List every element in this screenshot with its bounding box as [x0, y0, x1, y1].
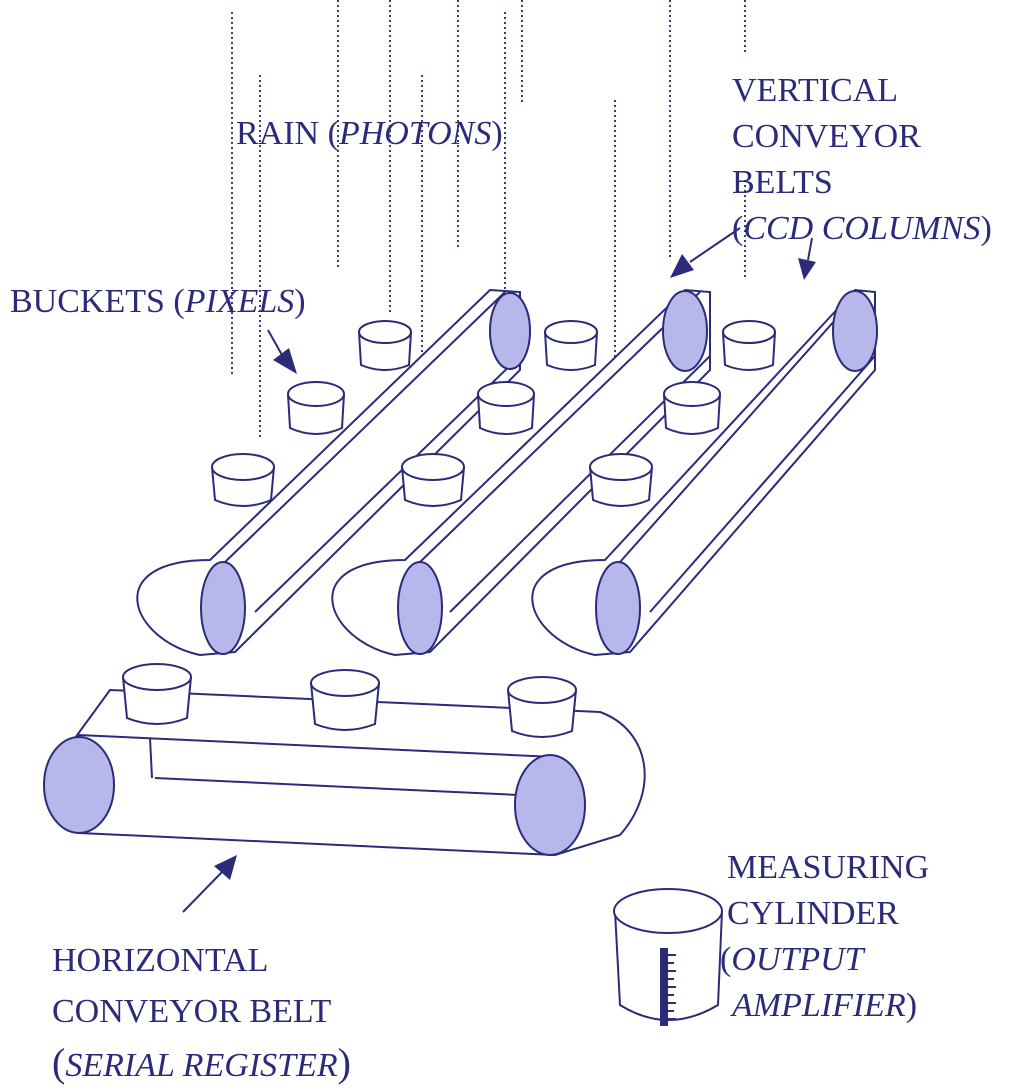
label-measuring-italic-1: OUTPUT: [731, 941, 864, 978]
label-vertical-close: ): [980, 210, 992, 247]
label-vertical-line2: CONVEYOR: [732, 118, 921, 155]
bucket: [663, 381, 721, 435]
arrow-horizontal-belt: [182, 855, 237, 913]
arrow-buckets: [267, 329, 297, 374]
label-buckets: BUCKETS (PIXELS): [10, 285, 306, 319]
label-horizontal-italic: SERIAL REGISTER: [65, 1047, 338, 1084]
bucket: [401, 453, 465, 507]
label-buckets-close: ): [294, 283, 306, 320]
bucket: [122, 663, 192, 725]
label-measuring-open: (: [720, 941, 732, 978]
label-horizontal-line1: HORIZONTAL: [52, 942, 269, 979]
bucket: [310, 669, 380, 731]
bucket: [287, 381, 345, 435]
vertical-belt-buckets: [211, 320, 776, 507]
label-rain-italic: PHOTONS: [338, 115, 492, 152]
label-horizontal-close: ): [337, 1040, 351, 1085]
label-rain: RAIN (PHOTONS): [236, 117, 503, 151]
bucket: [589, 453, 653, 507]
bucket: [722, 320, 776, 371]
label-vertical-belts: VERTICAL CONVEYOR BELTS (CCD COLUMNS): [732, 68, 992, 252]
label-vertical-open: (: [732, 210, 744, 247]
label-measuring-cylinder: MEASURING CYLINDER (OUTPUT AMPLIFIER): [720, 845, 929, 1029]
bucket: [358, 320, 412, 371]
bucket: [507, 676, 577, 738]
label-vertical-italic: CCD COLUMNS: [743, 210, 981, 247]
vertical-belt-2: [331, 288, 711, 657]
label-horizontal-line2: CONVEYOR BELT: [52, 993, 332, 1030]
label-measuring-close: ): [905, 987, 918, 1024]
horizontal-belt-buckets: [122, 663, 577, 738]
arrow-vertical-belts-1: [670, 227, 741, 278]
label-vertical-line1: VERTICAL: [732, 72, 899, 109]
bucket: [211, 453, 275, 507]
label-horizontal-belt: HORIZONTAL CONVEYOR BELT (SERIAL REGISTE…: [52, 935, 351, 1091]
label-buckets-main: BUCKETS (: [10, 283, 185, 320]
label-buckets-italic: PIXELS: [184, 283, 295, 320]
label-vertical-line3: BELTS: [732, 164, 833, 201]
vertical-belt-1: [136, 288, 531, 657]
label-measuring-line2: CYLINDER: [727, 895, 899, 932]
label-horizontal-open: (: [52, 1040, 66, 1085]
label-rain-main: RAIN (: [236, 115, 339, 152]
bucket: [477, 381, 535, 435]
measuring-cylinder: [613, 888, 723, 1026]
arrow-vertical-belts-2: [798, 237, 816, 280]
vertical-belt-3: [531, 288, 878, 657]
bucket: [544, 320, 598, 371]
label-measuring-line1: MEASURING: [727, 849, 930, 886]
label-measuring-italic-2: AMPLIFIER: [732, 987, 906, 1024]
label-rain-close: ): [491, 115, 503, 152]
horizontal-belt: [43, 688, 646, 857]
